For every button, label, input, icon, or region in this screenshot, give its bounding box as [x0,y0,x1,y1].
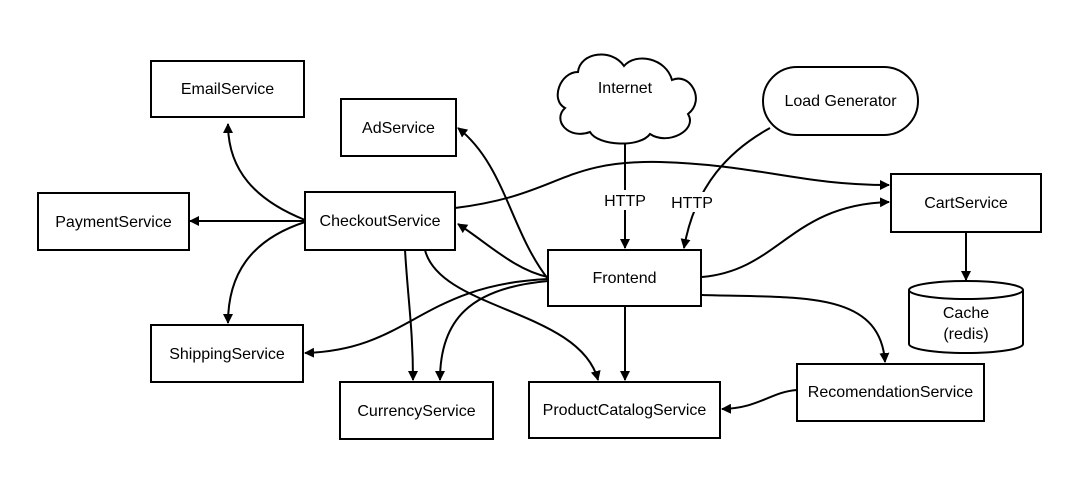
edge-checkout-to-productcatalog [424,249,601,381]
nodes: EmailService AdService PaymentService Ch… [37,53,1042,440]
internet-label: Internet [598,80,653,97]
load-generator-node: Load Generator [762,66,919,136]
payment-service-node: PaymentService [37,192,190,251]
edge-frontend-to-recommendation [701,294,890,363]
ad-service-label: AdService [362,120,435,137]
email-service-label: EmailService [181,81,274,98]
cache-sublabel: (redis) [943,326,988,343]
edge-checkout-to-email [223,123,306,221]
edge-frontend-to-cart [701,197,890,278]
database-cylinder-icon [908,280,1024,354]
loadgen-http-label: HTTP [671,195,713,212]
edge-checkout-to-currency [404,249,418,381]
checkout-service-node: CheckoutService [304,191,456,251]
edge-frontend-to-shipping [304,278,549,358]
edge-frontend-to-ad [457,127,549,280]
edge-frontend-to-currency [435,280,549,381]
cart-service-label: CartService [924,195,1008,212]
currency-service-node: CurrencyService [339,381,494,440]
frontend-node: Frontend [547,249,702,307]
product-catalog-service-node: ProductCatalogService [528,381,721,439]
cloud-icon [556,53,697,145]
internet-node: Internet [556,53,697,145]
frontend-label: Frontend [592,270,656,287]
currency-service-label: CurrencyService [357,403,475,420]
ad-service-node: AdService [340,98,457,157]
cache-node: Cache (redis) [908,280,1024,354]
shipping-service-node: ShippingService [150,324,304,383]
internet-http-label: HTTP [604,193,646,210]
cache-label: Cache [943,305,989,322]
edge-loadgen-to-frontend [680,127,771,249]
shipping-service-label: ShippingService [169,346,285,363]
recommendation-service-label: RecomendationService [808,384,974,401]
edge-labels: HTTP HTTP [601,190,716,212]
edge-checkout-to-cart [454,160,890,209]
checkout-service-label: CheckoutService [320,213,441,230]
edge-frontend-to-checkout [457,223,549,278]
edge-recommendation-to-productcatalog [721,389,798,414]
cart-service-node: CartService [890,173,1042,233]
edges [189,123,971,414]
email-service-node: EmailService [150,60,305,118]
load-generator-label: Load Generator [784,93,897,110]
recommendation-service-node: RecomendationService [796,363,985,422]
payment-service-label: PaymentService [55,214,172,231]
product-catalog-service-label: ProductCatalogService [543,402,707,419]
edge-checkout-to-shipping [223,221,306,324]
